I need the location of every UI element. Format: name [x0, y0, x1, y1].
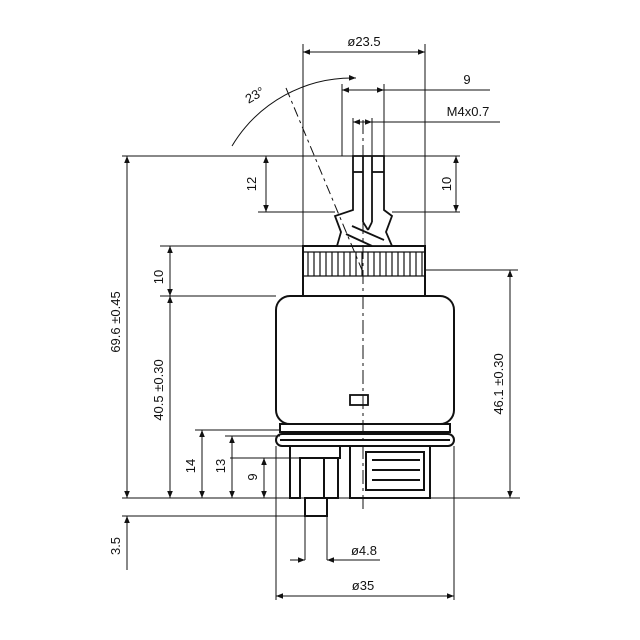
label-h14: 14 — [183, 459, 198, 473]
cartridge-base — [289, 445, 431, 517]
label-pin-diameter: ø4.8 — [351, 543, 377, 558]
pin — [304, 497, 328, 517]
label-h13: 13 — [213, 459, 228, 473]
angle-line — [285, 87, 363, 271]
label-top-diameter: ø23.5 — [347, 34, 380, 49]
cartridge-body — [275, 245, 455, 425]
label-pin-length: 3.5 — [108, 537, 123, 555]
knurled-ring — [302, 245, 426, 297]
label-left-12: 12 — [244, 177, 259, 191]
extension-lines — [122, 44, 520, 600]
label-body-height: 40.5 ±0.30 — [151, 359, 166, 420]
label-left-10: 10 — [151, 270, 166, 284]
label-thread: M4x0.7 — [447, 104, 490, 119]
body-slot — [349, 394, 369, 406]
dimension-lines — [124, 49, 513, 599]
label-angle: 23° — [242, 84, 267, 107]
knurl-pattern — [303, 251, 425, 277]
label-h9: 9 — [245, 473, 260, 480]
label-stem-width: 9 — [463, 72, 470, 87]
seal-rings — [275, 423, 455, 447]
label-total-height: 69.6 ±0.45 — [108, 291, 123, 352]
label-right-height: 46.1 ±0.30 — [491, 353, 506, 414]
label-right-10: 10 — [439, 177, 454, 191]
dimension-labels: ø23.5 9 M4x0.7 23° 12 10 10 69.6 ±0.45 4… — [108, 34, 506, 593]
label-body-diameter: ø35 — [352, 578, 374, 593]
